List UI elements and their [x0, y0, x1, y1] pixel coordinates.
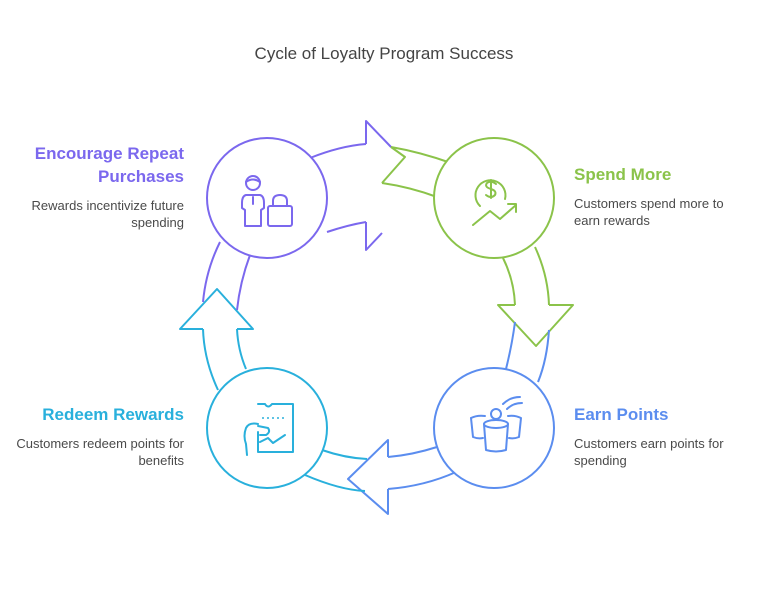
step-circle-encourage [206, 137, 328, 259]
arrow-earn-to-redeem [304, 439, 457, 515]
step-desc-spend: Customers spend more to earn rewards [574, 196, 724, 228]
step-desc-earn: Customers earn points for spending [574, 436, 724, 468]
dollar-growth-icon [472, 179, 517, 226]
step-desc-encourage: Rewards incentivize future spending [31, 198, 184, 230]
step-title-spend: Spend More [574, 165, 672, 184]
arrow-spend-to-earn [497, 246, 574, 383]
step-label-spend: Spend More Customers spend more to earn … [574, 163, 744, 229]
step-desc-redeem: Customers redeem points for benefits [16, 436, 184, 468]
step-label-earn: Earn Points Customers earn points for sp… [574, 403, 744, 469]
step-title-earn: Earn Points [574, 405, 669, 424]
step-label-encourage: Encourage Repeat Purchases Rewards incen… [0, 142, 184, 231]
shopper-bag-icon [241, 175, 293, 227]
step-title-encourage: Encourage Repeat Purchases [34, 144, 184, 186]
ticket-redeem-icon [243, 403, 294, 456]
points-buckets-icon [470, 396, 523, 453]
arrow-encourage-to-spend [309, 120, 452, 251]
step-circle-spend [433, 137, 555, 259]
step-label-redeem: Redeem Rewards Customers redeem points f… [0, 403, 184, 469]
step-title-redeem: Redeem Rewards [42, 405, 184, 424]
arrow-redeem-to-encourage [179, 241, 254, 391]
diagram-title: Cycle of Loyalty Program Success [254, 44, 514, 63]
